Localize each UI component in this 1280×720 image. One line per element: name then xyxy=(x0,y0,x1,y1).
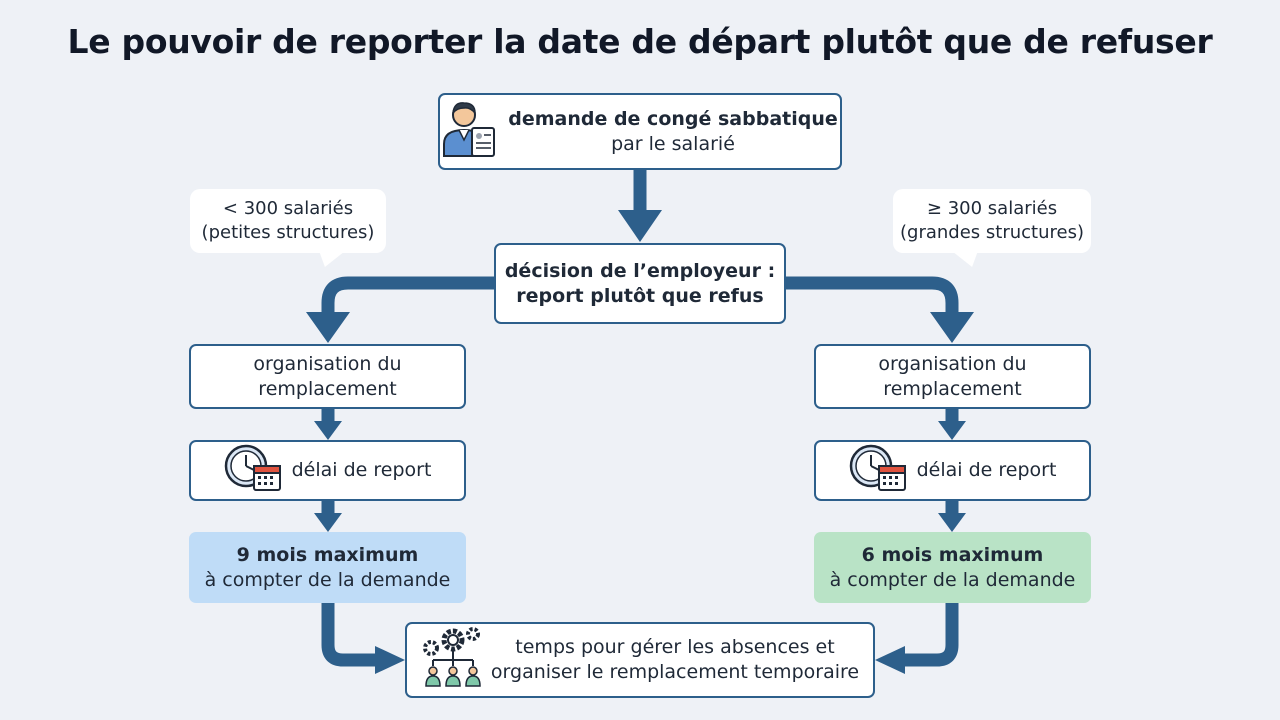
arrow-head-left-delay xyxy=(314,421,342,440)
request-subtitle: par le salarié xyxy=(611,132,735,155)
clock-calendar-icon xyxy=(224,442,282,499)
left-max-title: 9 mois maximum xyxy=(236,543,419,566)
result-box: temps pour gérer les absences et organis… xyxy=(405,622,875,698)
right-bubble-line2: (grandes structures) xyxy=(900,222,1084,243)
page-title: Le pouvoir de reporter la date de départ… xyxy=(67,22,1213,61)
request-box: demande de congé sabbatique par le salar… xyxy=(438,93,842,170)
right-max-title: 6 mois maximum xyxy=(861,543,1044,566)
result-line2: organiser le remplacement temporaire xyxy=(490,661,860,683)
gears-team-icon xyxy=(421,626,481,695)
clock-calendar-icon xyxy=(849,442,907,499)
left-organisation-box: organisation du remplacement xyxy=(189,344,466,409)
arrow-head-right-org xyxy=(930,312,974,343)
right-organisation-line2: remplacement xyxy=(883,377,1022,400)
decision-line1: décision de l’employeur : xyxy=(504,259,776,282)
left-delay-label: délai de report xyxy=(291,459,432,481)
right-max-subtitle: à compter de la demande xyxy=(829,568,1076,591)
arrow-head-left-org xyxy=(306,312,350,343)
left-max-box: 9 mois maximum à compter de la demande xyxy=(189,532,466,603)
decision-line2: report plutôt que refus xyxy=(516,284,764,307)
request-title: demande de congé sabbatique xyxy=(508,107,838,130)
arrow-head-right-max xyxy=(938,513,966,532)
employee-document-icon xyxy=(442,98,498,165)
left-size-bubble: < 300 salariés (petites structures) xyxy=(190,189,386,267)
right-delay-box: délai de report xyxy=(814,440,1091,501)
right-organisation-box: organisation du remplacement xyxy=(814,344,1091,409)
left-bubble-line2: (petites structures) xyxy=(201,222,375,243)
right-size-bubble: ≥ 300 salariés (grandes structures) xyxy=(893,189,1091,267)
right-delay-label: délai de report xyxy=(916,459,1057,481)
arrow-head-left-max xyxy=(314,513,342,532)
result-line1: temps pour gérer les absences et xyxy=(515,636,835,658)
right-bubble-line1: ≥ 300 salariés xyxy=(926,198,1058,219)
left-organisation-line2: remplacement xyxy=(258,377,397,400)
arrow-head-right-delay xyxy=(938,421,966,440)
right-max-box: 6 mois maximum à compter de la demande xyxy=(814,532,1091,603)
arrow-head-right-result xyxy=(875,646,905,674)
arrow-head-left-result xyxy=(375,646,405,674)
right-organisation-line1: organisation du xyxy=(878,352,1027,375)
left-bubble-line1: < 300 salariés xyxy=(222,198,354,219)
left-organisation-line1: organisation du xyxy=(253,352,402,375)
left-delay-box: délai de report xyxy=(189,440,466,501)
arrow-head-main xyxy=(618,210,662,242)
decision-box: décision de l’employeur : report plutôt … xyxy=(494,243,786,324)
left-max-subtitle: à compter de la demande xyxy=(204,568,451,591)
